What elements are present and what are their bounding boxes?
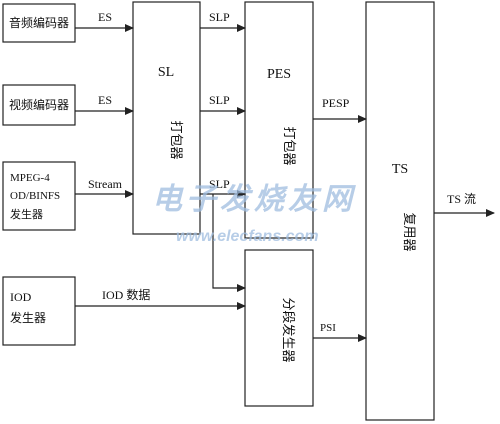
segment-generator-label: 分段发生器 [281, 297, 296, 362]
stream-label: Stream [88, 177, 123, 191]
iod-label-line1: IOD [10, 290, 32, 304]
slp-label-2: SLP [209, 93, 230, 107]
iod-data-label: IOD 数据 [102, 287, 150, 302]
pes-subtitle: 打包器 [282, 126, 297, 165]
es-audio-label: ES [98, 10, 112, 24]
ts-stream-label: TS 流 [447, 192, 476, 206]
mpeg4-generator-box [2, 161, 76, 231]
ts-multiplexer-box [365, 1, 435, 421]
iod-generator-box [2, 276, 76, 346]
video-encoder-box [2, 84, 76, 126]
mpeg4-label-line2: OD/BINFS [10, 190, 60, 202]
sl-title: SL [158, 65, 174, 80]
watermark-url: www.elecfans.com [176, 228, 319, 245]
pesp-label: PESP [322, 96, 350, 110]
pes-packer-box [244, 1, 314, 239]
mpeg4-label-line1: MPEG-4 [10, 172, 50, 184]
es-video-label: ES [98, 93, 112, 107]
psi-label: PSI [320, 322, 336, 334]
audio-encoder-label: 音频编码器 [9, 15, 69, 30]
iod-label-line2: 发生器 [10, 310, 46, 325]
pes-title: PES [267, 67, 291, 82]
audio-encoder-box [2, 3, 76, 43]
ts-subtitle: 复用器 [402, 212, 417, 251]
video-encoder-label: 视频编码器 [9, 97, 69, 112]
mpeg4-label-line3: 发生器 [10, 207, 43, 221]
slp-label-1: SLP [209, 10, 230, 24]
slp-label-3: SLP [209, 177, 230, 191]
sl-subtitle: 打包器 [169, 120, 184, 159]
watermark-cn: 电子发烧友网 [152, 182, 356, 217]
ts-title: TS [392, 162, 408, 177]
segment-generator-box [244, 249, 314, 407]
sl-to-segment-arrow [212, 194, 246, 292]
sl-packer-box [132, 1, 201, 235]
